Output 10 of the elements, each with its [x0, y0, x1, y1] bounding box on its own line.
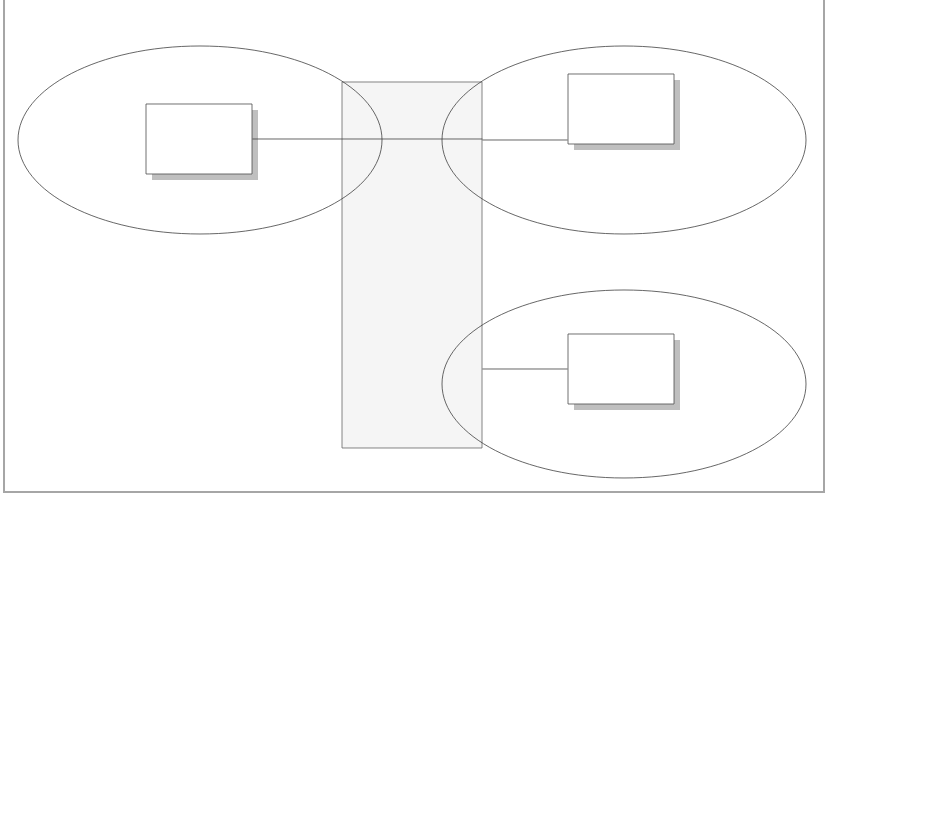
- component-box: [145, 103, 258, 180]
- ellipse: [17, 45, 383, 235]
- connector-line: [482, 139, 568, 141]
- connector-line: [252, 138, 483, 140]
- bus-bar: [341, 81, 483, 449]
- component-box: [567, 73, 680, 150]
- ellipse: [441, 289, 807, 479]
- component-box: [567, 333, 680, 410]
- ellipse: [441, 45, 807, 235]
- connector-line: [482, 368, 568, 370]
